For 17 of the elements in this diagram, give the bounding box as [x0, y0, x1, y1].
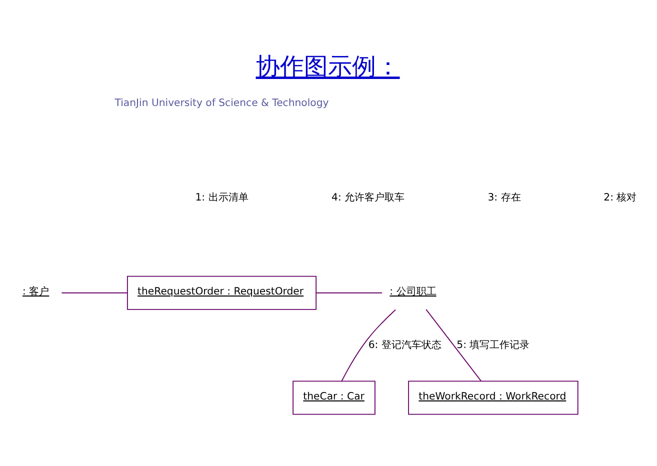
diagram-title: 协作图示例： — [256, 52, 400, 80]
label: TianJin University of Science & Technology — [114, 97, 329, 108]
edge-label: 5: 填写工作记录 — [456, 339, 530, 350]
label: 2: 核对 — [604, 192, 637, 204]
node-box: theRequestOrder : RequestOrder — [126, 275, 317, 310]
connector — [61, 292, 128, 293]
connector — [341, 308, 396, 382]
edge-label: 6: 登记汽车状态 — [368, 339, 442, 350]
node-box: theCar : Car — [292, 380, 376, 414]
connector — [316, 292, 382, 293]
label: 1: 出示清单 — [195, 192, 248, 204]
label: 3: 存在 — [488, 192, 521, 204]
connector — [426, 308, 482, 381]
node-box: theWorkRecord : WorkRecord — [408, 380, 578, 414]
node-text: : 客户 — [22, 286, 50, 298]
node-text: : 公司职工 — [390, 286, 436, 298]
label: 4: 允许客户取车 — [332, 192, 405, 204]
